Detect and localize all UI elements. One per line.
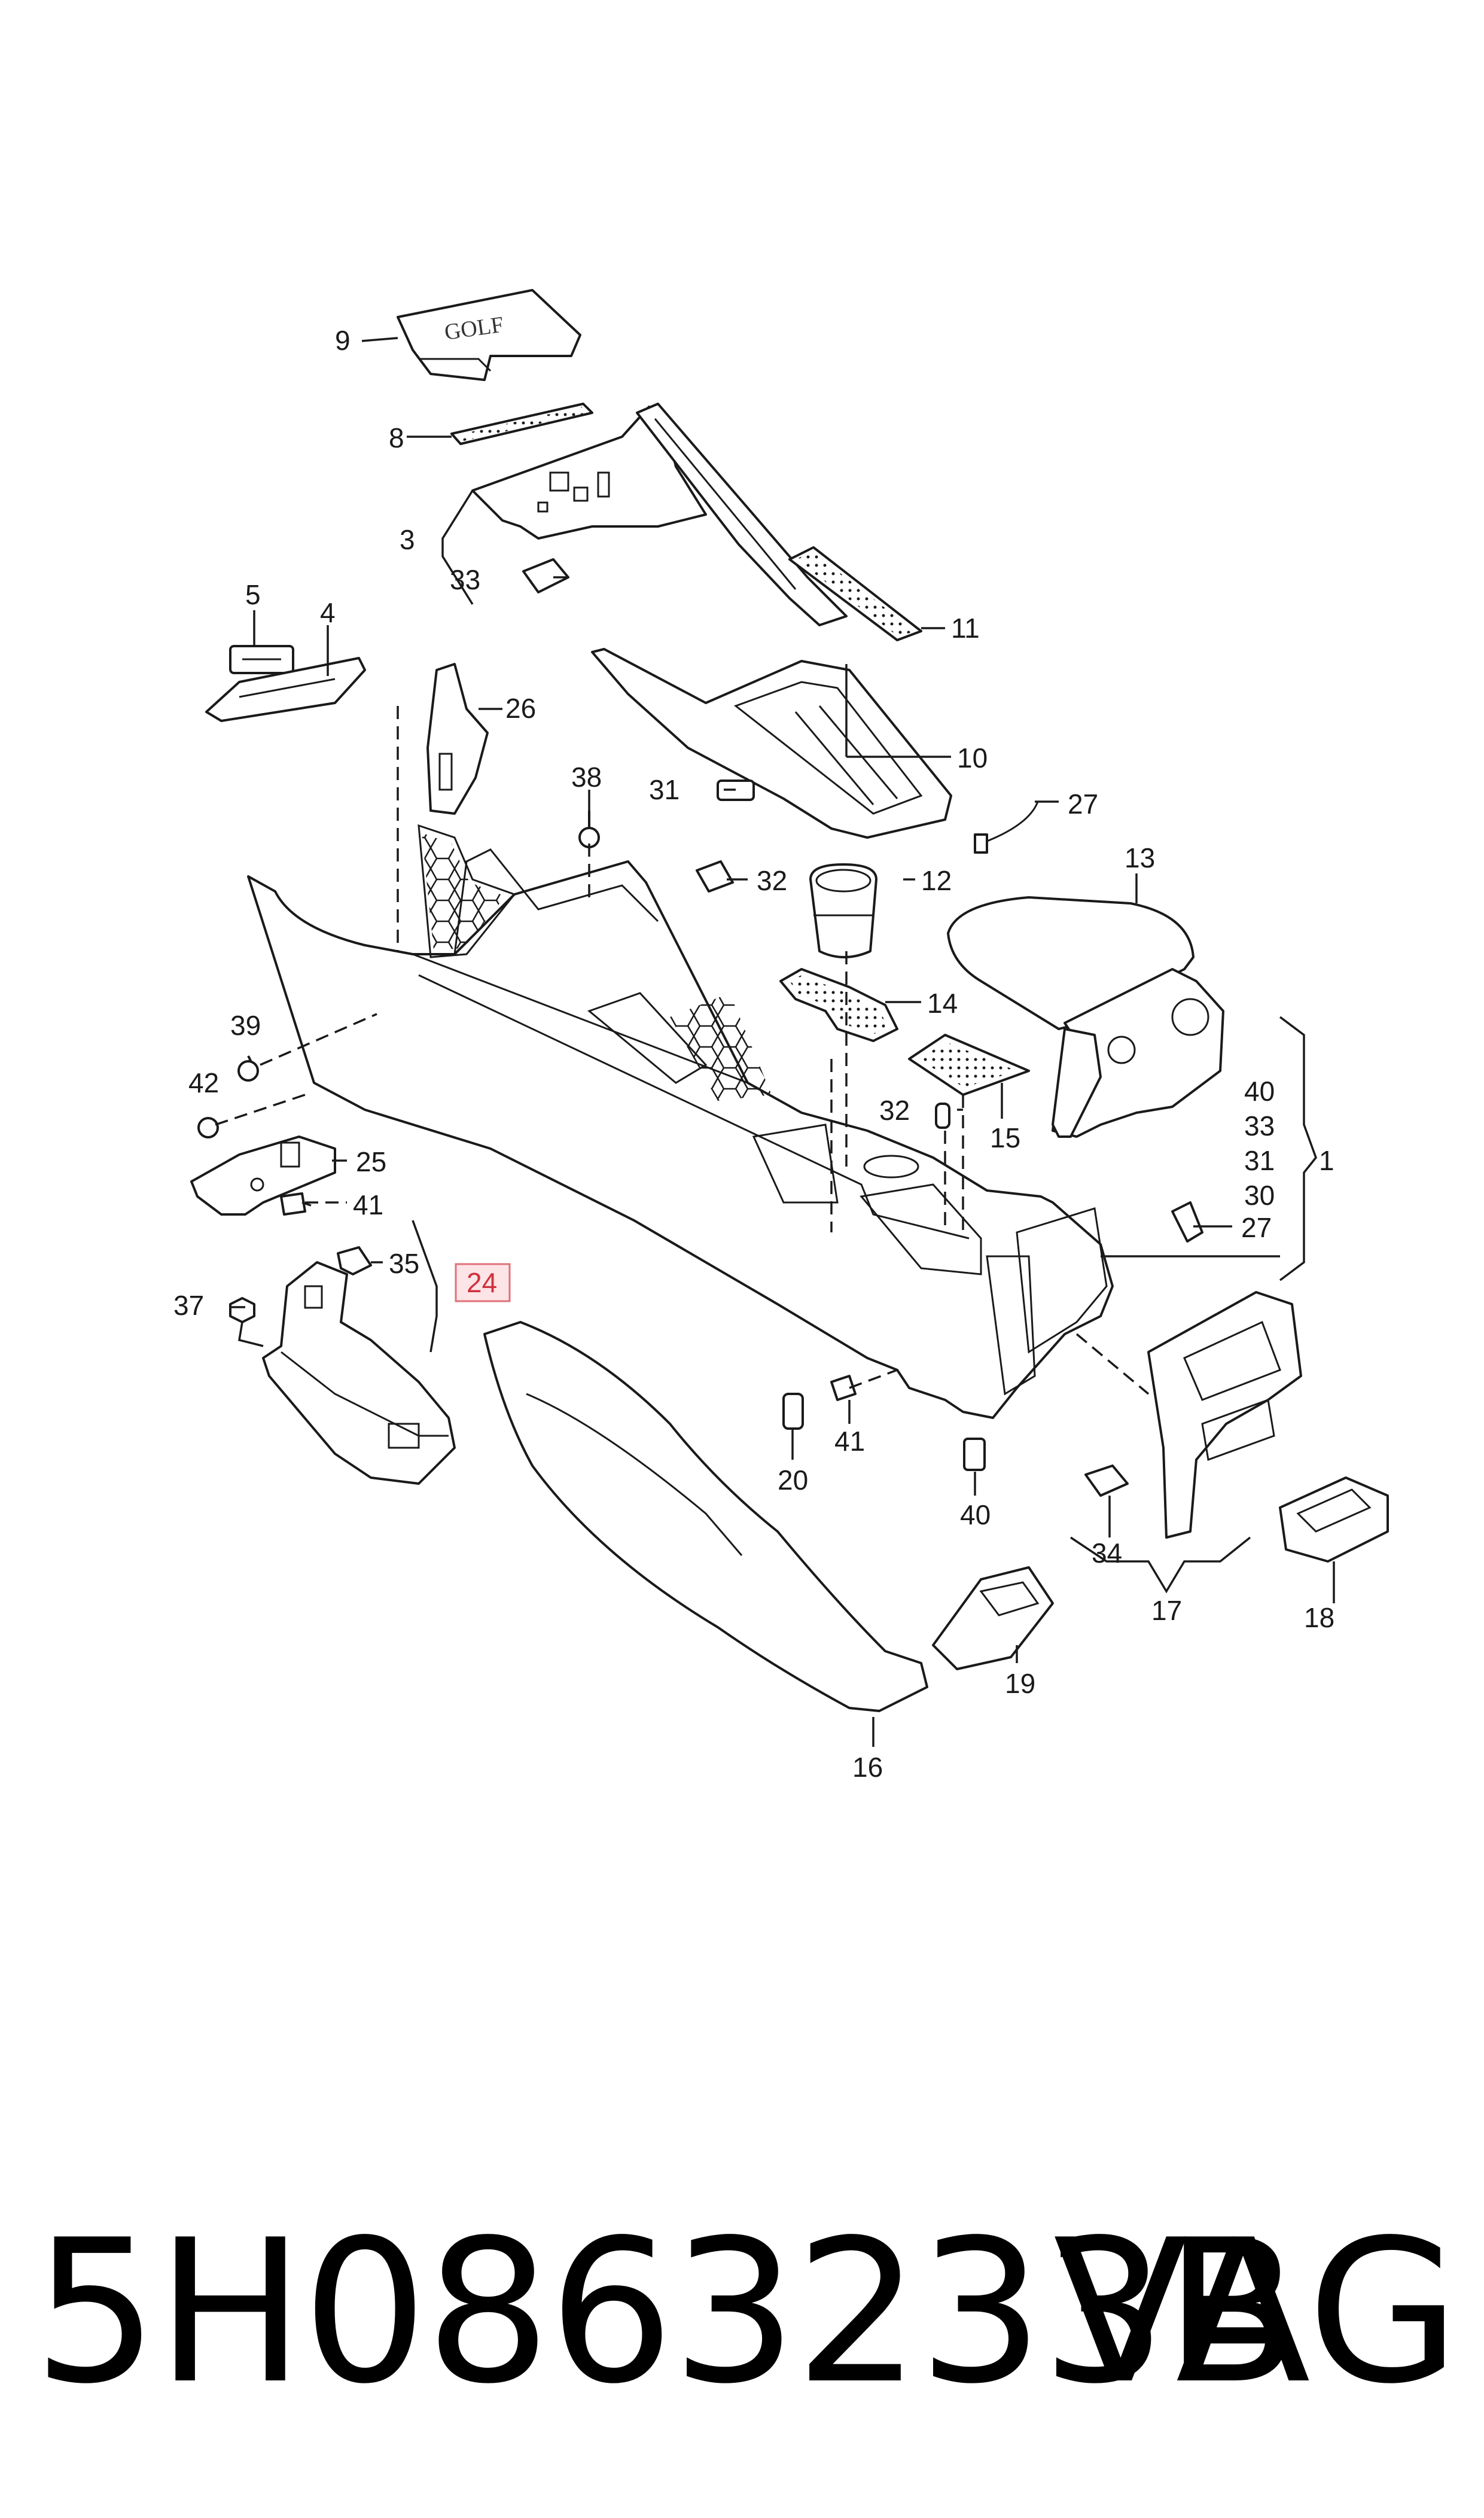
brand-name: VAG	[1053, 2197, 1460, 2427]
callout-18: 19	[1005, 1668, 1035, 1699]
part-37-clip	[337, 1246, 372, 1275]
callout-19: 16	[852, 1752, 883, 1783]
callout-25: 25	[356, 1146, 386, 1177]
screw-42	[197, 1117, 219, 1138]
callout-11: 11	[951, 613, 980, 644]
clip-30	[1171, 1201, 1203, 1243]
part-24-storage-compartment	[262, 1261, 456, 1485]
callout-10: 10	[957, 742, 988, 774]
callout-27: 27	[1068, 788, 1098, 820]
part-1-center-console	[247, 824, 1114, 1419]
part-18-tray	[932, 1566, 1054, 1670]
callout-37: 35	[389, 1248, 419, 1279]
clip-27	[974, 801, 1039, 854]
callout-34: 34	[1092, 1537, 1122, 1569]
callout-40-group: 40	[1244, 1076, 1275, 1107]
callout-15: 15	[990, 1122, 1020, 1153]
callout-30: 27	[1241, 1212, 1272, 1243]
part-17-socket-module	[1279, 1476, 1389, 1563]
callout-16: 17	[1151, 1595, 1182, 1626]
callout-20: 20	[778, 1464, 808, 1496]
part-4-switch-trim	[205, 657, 366, 722]
callout-12: 12	[921, 865, 952, 896]
part-8-mesh-strip	[450, 403, 593, 445]
part-10-shift-surround	[591, 648, 952, 839]
clip-20	[782, 1393, 804, 1430]
assembly-lines	[215, 706, 1150, 1395]
callout-26: 26	[505, 693, 536, 724]
callout-40-clip: 40	[960, 1499, 991, 1530]
part-number: 5H0863233B	[33, 2197, 1300, 2427]
pin-32	[935, 1103, 950, 1129]
part-13-armrest	[947, 896, 1224, 1138]
callout-42: 42	[188, 1067, 219, 1098]
part-11-mesh-insert	[788, 546, 922, 641]
screw-41-left	[280, 1192, 306, 1216]
callout-39-left: 39	[230, 1010, 261, 1041]
leader-lines	[230, 337, 1335, 1747]
clip-40	[963, 1438, 986, 1471]
part-16-rear-panel	[1147, 1291, 1302, 1539]
callout-31-group: 30	[1244, 1180, 1275, 1211]
clip-34	[1084, 1464, 1129, 1497]
callout-35: 33	[450, 564, 480, 595]
callout-13: 13	[1125, 842, 1155, 873]
callout-41-right: 41	[834, 1426, 865, 1457]
callout-24: 24	[467, 1267, 497, 1298]
callout-14: 14	[927, 988, 958, 1019]
callout-8: 8	[389, 422, 404, 453]
callout-33-group: 33	[1244, 1110, 1275, 1141]
callout-3: 3	[400, 524, 415, 555]
part-14-mat	[779, 968, 898, 1042]
callout-24-box	[455, 1263, 511, 1302]
part-9-cover-plate: GOLF	[397, 289, 581, 381]
part-25-bracket	[190, 1135, 336, 1216]
diagonal-trim-strip	[636, 403, 848, 626]
screw-41-right	[830, 1375, 857, 1401]
part-5-button	[229, 645, 294, 674]
callout-17: 18	[1304, 1602, 1334, 1633]
clip-33	[696, 860, 734, 893]
callout-38: 37	[173, 1290, 204, 1321]
callout-33-clip: 32	[757, 865, 787, 896]
callout-32-pin: 32	[879, 1095, 910, 1126]
screw-39-upper	[578, 811, 600, 848]
callout-1: 1	[1319, 1145, 1334, 1176]
part-26-bracket	[426, 663, 489, 815]
callout-41-left: 41	[353, 1189, 383, 1220]
part-15-mat-square	[908, 1034, 1030, 1096]
screw-39-left	[237, 1055, 259, 1082]
clip-35	[522, 558, 569, 593]
callout-4: 4	[320, 597, 336, 628]
callout-labels: 9 8 3 33 5 4 11 26 10 38 31 27 32 13 12 …	[173, 325, 1334, 1783]
callout-24-highlighted[interactable]: 24	[455, 1263, 511, 1302]
part-38-nut	[229, 1297, 255, 1323]
callout-9: 9	[335, 325, 351, 356]
callout-5: 5	[245, 579, 261, 610]
part-19-side-trim	[483, 1321, 928, 1712]
callout-31-clip: 31	[649, 774, 679, 805]
part-12-cup-holder	[809, 863, 877, 958]
callout-39-upper: 38	[571, 762, 602, 793]
callout-32-group: 31	[1244, 1145, 1275, 1176]
